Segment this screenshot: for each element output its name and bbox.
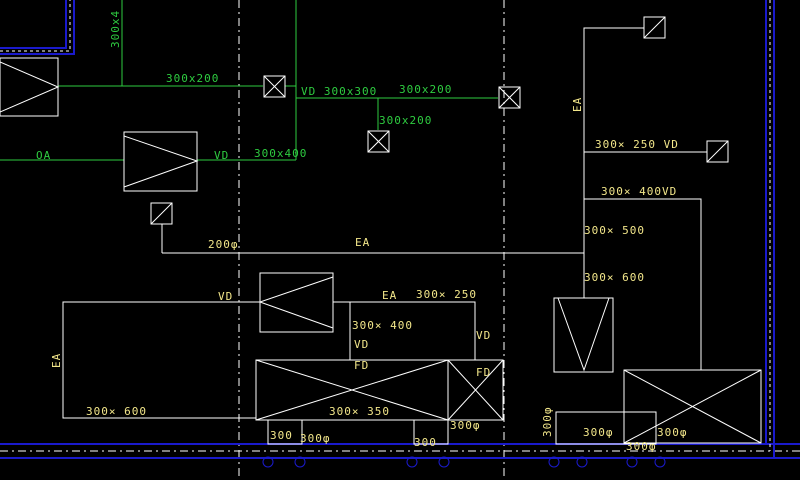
equipment <box>0 16 762 445</box>
label-vd-a: VD <box>214 149 229 162</box>
label-300x250-vd: 300× 250 VD <box>595 138 679 151</box>
label-ea-vertical-left: EA <box>50 353 63 368</box>
label-300x400-b: 300× 400 <box>352 319 413 332</box>
label-300phi-d: 300φ <box>626 440 657 453</box>
label-vd-c: VD <box>354 338 369 351</box>
label-ea-mid: EA <box>355 236 370 249</box>
label-vd-d: VD <box>476 329 491 342</box>
label-300x600-b: 300× 600 <box>86 405 147 418</box>
label-vd-300x300: VD 300x300 <box>301 85 377 98</box>
label-300phi-e: 300φ <box>657 426 688 439</box>
label-oa: OA <box>36 149 51 162</box>
label-fd-a: FD <box>354 359 369 372</box>
label-300phi-vertical: 300φ <box>541 407 554 438</box>
supply-ducts <box>0 0 498 161</box>
label-300x200-b: 300x200 <box>399 83 452 96</box>
label-300x600-a: 300× 600 <box>584 271 645 284</box>
label-vd-b: VD <box>218 290 233 303</box>
label-300x350: 300× 350 <box>329 405 390 418</box>
label-300phi-b: 300φ <box>450 419 481 432</box>
label-fd-b: FD <box>476 366 491 379</box>
walls <box>0 0 800 459</box>
label-300x250: 300× 250 <box>416 288 477 301</box>
label-300phi-c: 300φ <box>583 426 614 439</box>
label-300-b: 300 <box>414 436 437 449</box>
label-300x200-c: 300x200 <box>379 114 432 127</box>
label-300-a: 300 <box>270 429 293 442</box>
label-300x500: 300× 500 <box>584 224 645 237</box>
label-300x400-a: 300x400 <box>254 147 307 160</box>
label-300x400-vd: 300× 400VD <box>601 185 677 198</box>
label-ea-b: EA <box>382 289 397 302</box>
wall-dashes <box>0 0 771 451</box>
label-200phi: 200φ <box>208 238 239 251</box>
label-300x4: 300x4 <box>109 10 122 48</box>
label-300phi-a: 300φ <box>300 432 331 445</box>
label-ea-vertical-top: EA <box>571 97 584 112</box>
label-300x200-a: 300x200 <box>166 72 219 85</box>
bottom-markers <box>262 456 666 468</box>
